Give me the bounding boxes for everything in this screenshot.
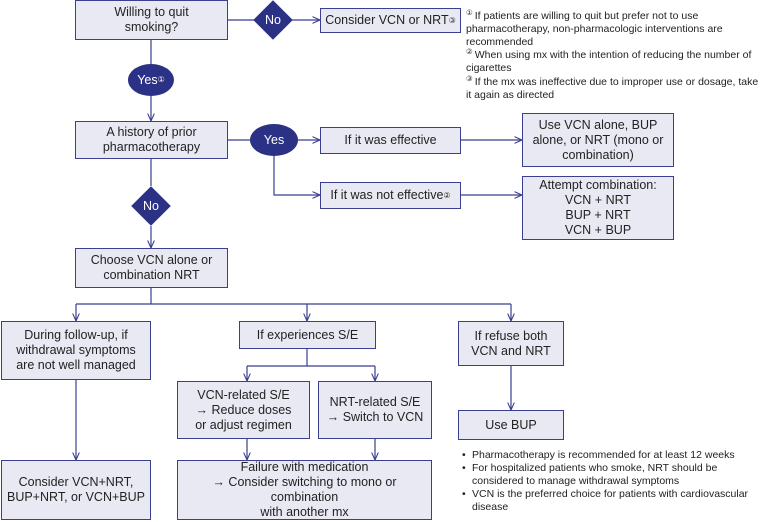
yes-decision-1-label: Yes: [137, 73, 158, 87]
attempt-combination-node: Attempt combination: VCN + NRT BUP + NRT…: [522, 176, 674, 240]
if-refuse-node: If refuse both VCN and NRT: [458, 321, 564, 366]
footnote-2-mark: ②: [466, 46, 473, 56]
footnote-2-text: When using mx with the intention of redu…: [466, 49, 752, 74]
if-se-node: If experiences S/E: [239, 321, 376, 349]
yes-decision-2: Yes: [250, 124, 298, 156]
footnote-3-mark: ③: [466, 73, 473, 83]
use-bup-node: Use BUP: [458, 410, 564, 440]
no-decision-1-label: No: [265, 13, 281, 27]
footnote-1-mark: ①: [466, 7, 473, 17]
no-decision-1: No: [253, 0, 293, 40]
willing-to-quit-node: Willing to quit smoking?: [75, 0, 228, 40]
no-decision-2: No: [131, 186, 171, 226]
history-prior-node: A history of prior pharmacotherapy: [75, 121, 228, 159]
footnote-3-text: If the mx was ineffective due to imprope…: [466, 76, 759, 101]
note-item: For hospitalized patients who smoke, NRT…: [460, 462, 760, 488]
consider-vcn-nrt-label: Consider VCN or NRT: [325, 13, 449, 27]
edge-yes2-noteffective: [273, 156, 320, 195]
footnote-1-text: If patients are willing to quit but pref…: [466, 10, 723, 48]
if-not-effective-label: If it was not effective: [330, 188, 444, 202]
note-item: Pharmacotherapy is recommended for at le…: [460, 449, 760, 462]
choose-vcn-node: Choose VCN alone or combination NRT: [75, 248, 228, 288]
consider-combos-node: Consider VCN+NRT, BUP+NRT, or VCN+BUP: [1, 460, 151, 520]
if-effective-node: If it was effective: [320, 127, 461, 154]
use-vcn-alone-node: Use VCN alone, BUP alone, or NRT (mono o…: [522, 113, 674, 167]
note-item: VCN is the preferred choice for patients…: [460, 488, 760, 514]
failure-medication-node: Failure with medication → Consider switc…: [177, 460, 432, 520]
vcn-related-se-node: VCN-related S/E → Reduce doses or adjust…: [177, 381, 310, 439]
nrt-related-se-node: NRT-related S/E → Switch to VCN: [318, 381, 432, 439]
no-decision-2-label: No: [143, 199, 159, 213]
during-followup-node: During follow-up, if withdrawal symptoms…: [1, 321, 151, 380]
notes-list: Pharmacotherapy is recommended for at le…: [460, 449, 760, 514]
